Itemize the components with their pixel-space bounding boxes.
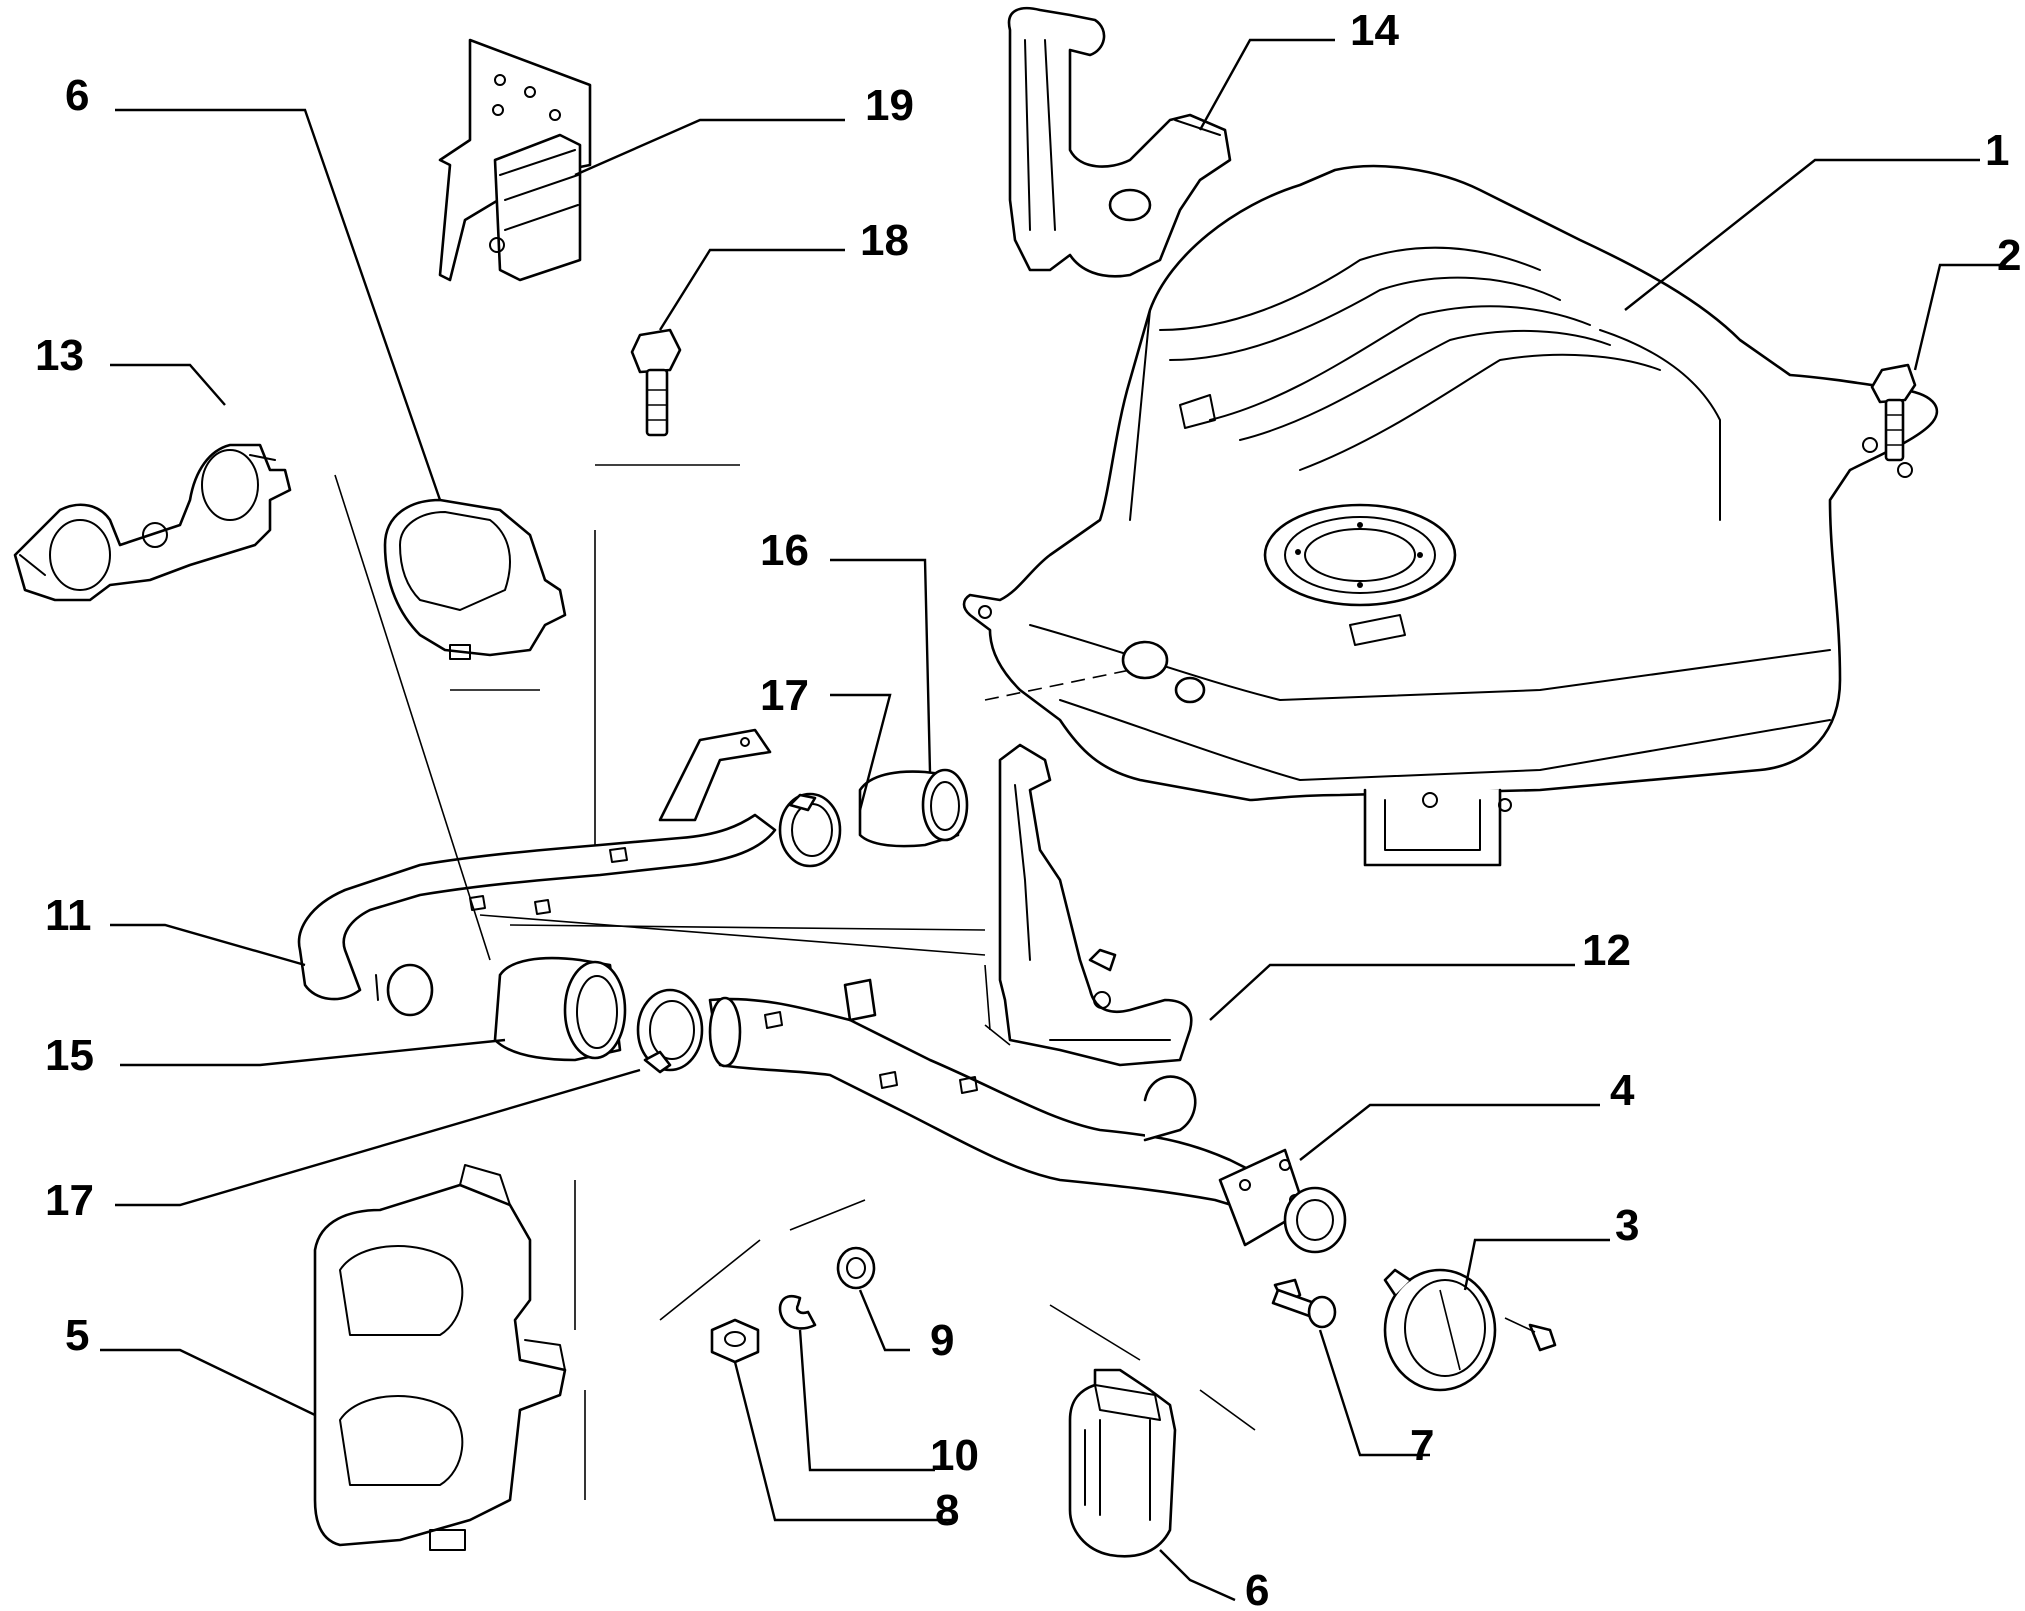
callout-9: 9 — [930, 1316, 954, 1365]
double-clamp — [313, 1164, 567, 1551]
callout-3: 3 — [1615, 1201, 1639, 1250]
callout-5: 5 — [65, 1311, 89, 1360]
leader-lines — [100, 38, 2000, 1602]
callout-7: 7 — [1410, 1421, 1434, 1470]
callout-6-lower: 6 — [1245, 1566, 1269, 1611]
hose-clamp-6-lower — [1068, 1368, 1177, 1558]
fuel-tank — [962, 164, 1939, 867]
nut-8 — [710, 1318, 760, 1364]
hose-clamp-17-upper — [778, 792, 842, 868]
bolt-7 — [1271, 1278, 1337, 1329]
clip-14 — [1007, 6, 1232, 278]
callout-labels: 1 2 3 4 5 6 6 7 8 9 10 11 12 13 14 15 16… — [35, 6, 2021, 1611]
callout-12: 12 — [1582, 926, 1631, 975]
callout-11: 11 — [45, 891, 92, 940]
callout-17-upper: 17 — [760, 671, 809, 720]
hose-clamp-6-upper — [383, 498, 567, 660]
hose-clamp-17-lower — [636, 988, 704, 1074]
hose-sleeve-16 — [858, 768, 969, 848]
hose-sleeve-15 — [493, 956, 627, 1062]
hose-clip-13 — [13, 443, 292, 602]
callout-1: 1 — [1985, 126, 2009, 175]
filler-pipe — [708, 978, 1347, 1254]
breather-hose — [297, 728, 777, 1017]
callout-10: 10 — [930, 1431, 979, 1480]
callout-18: 18 — [860, 216, 909, 265]
callout-15: 15 — [45, 1031, 94, 1080]
pipe-bracket-12 — [998, 743, 1193, 1067]
callout-14: 14 — [1350, 6, 1399, 55]
washer-9 — [836, 1246, 876, 1290]
callout-4: 4 — [1610, 1066, 1635, 1115]
construction-lines — [334, 464, 1256, 1500]
clip-10 — [778, 1294, 817, 1330]
callout-13: 13 — [35, 331, 84, 380]
bolt-18 — [630, 328, 682, 437]
callout-2: 2 — [1997, 231, 2021, 280]
callout-16: 16 — [760, 526, 809, 575]
callout-8: 8 — [935, 1486, 959, 1535]
tank-bolt-2 — [1870, 363, 1917, 462]
fuel-cap — [1383, 1268, 1557, 1392]
callout-17-lower: 17 — [45, 1176, 94, 1225]
callout-19: 19 — [865, 81, 914, 130]
callout-6-upper: 6 — [65, 71, 89, 120]
control-unit-19 — [438, 38, 592, 282]
